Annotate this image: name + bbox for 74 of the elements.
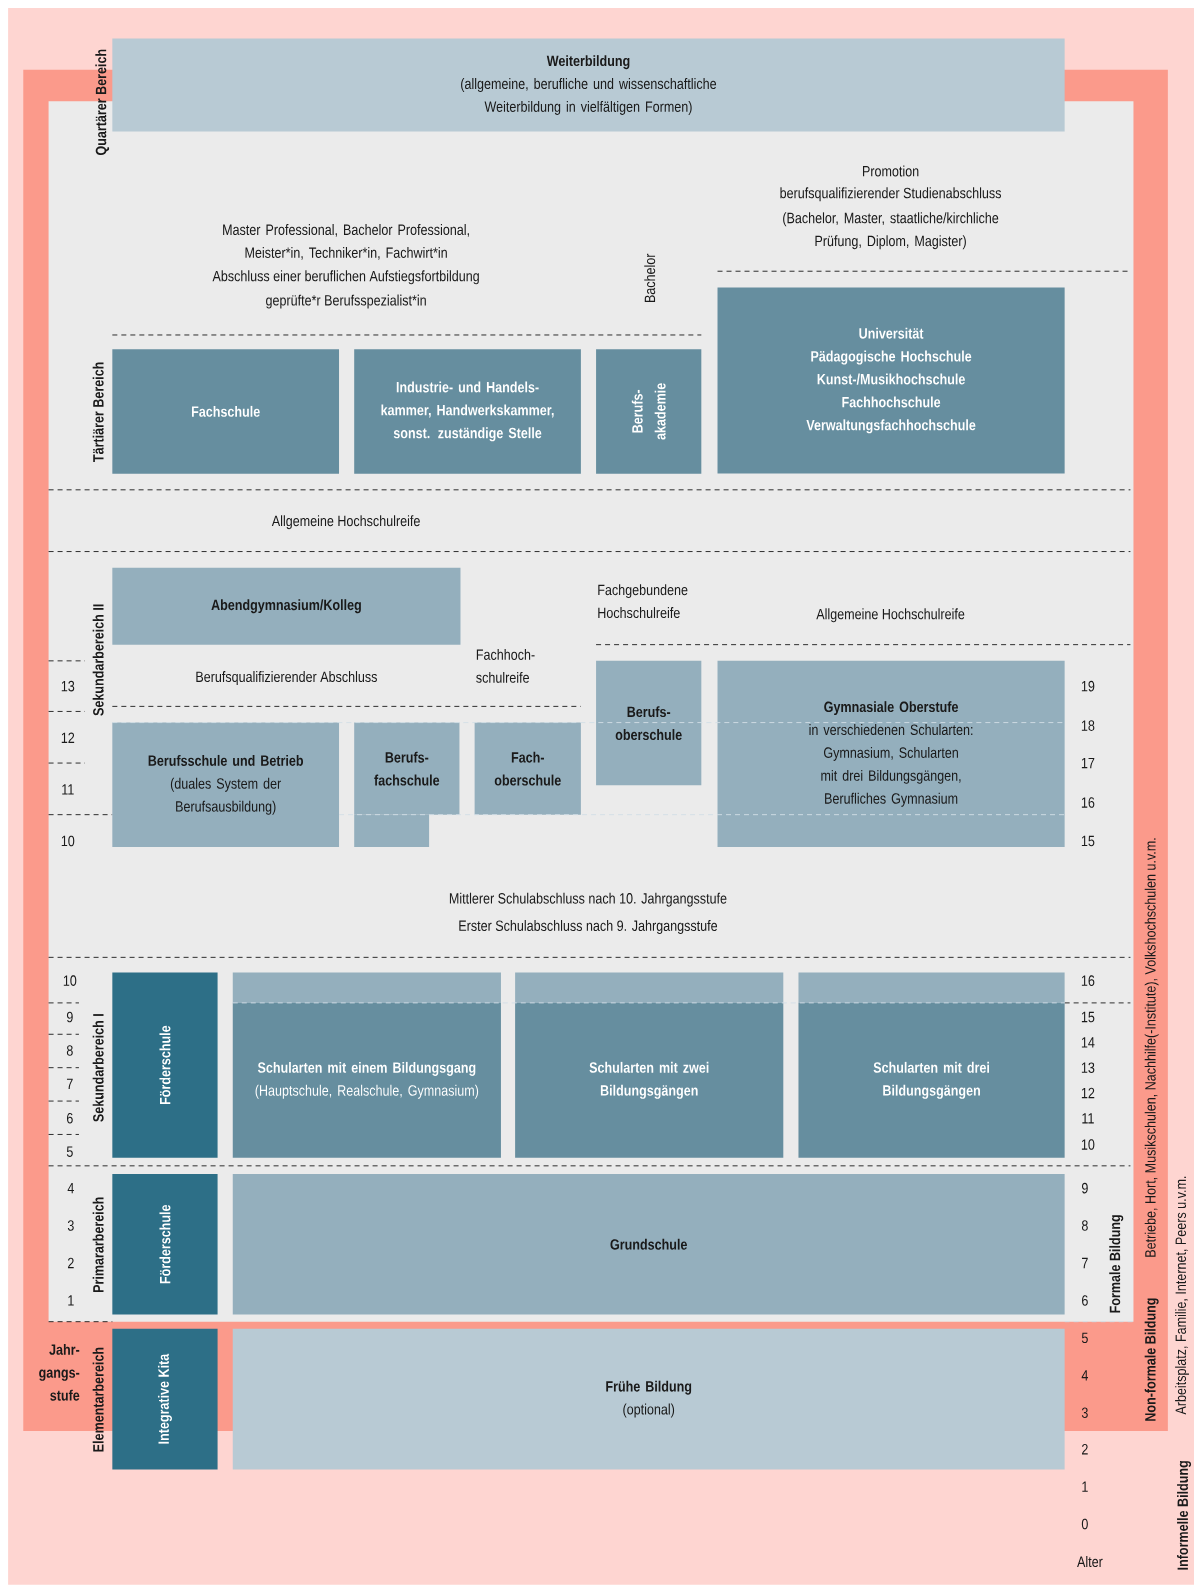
degree-label: Allgemeine Hochschulreife: [271, 515, 420, 530]
age-number: 16: [1081, 975, 1095, 986]
education-box: Berufsschule und Betrieb (duales System der Berufsausbildung): [112, 722, 340, 848]
sector-label: Primararbereich: [92, 1197, 104, 1293]
degree-label: Fachhoch-schulreife: [476, 648, 535, 683]
degree-label: Master Professional, Bachelor Professional, Meister*in, Techniker*in, Fachwirt*in: [223, 224, 469, 260]
age-number: 9: [1081, 1182, 1088, 1194]
education-box: Förderschule: [112, 1173, 218, 1315]
age-number: 17: [1081, 757, 1095, 769]
education-box: Grundschule: [232, 1173, 1065, 1315]
education-box: Fach-oberschule: [474, 722, 581, 815]
degree-label: geprüfte*r Berufsspezialist*in: [266, 294, 426, 309]
age-number: 12: [1081, 1087, 1095, 1099]
age-number: 13: [1081, 1062, 1095, 1073]
degree-label: berufsqualifizierender Studienabschluss: [780, 187, 1001, 202]
grade-number: 13: [61, 680, 75, 692]
grade-number: 10: [61, 835, 75, 847]
axis-label: Alter: [1077, 1556, 1103, 1567]
age-number: 3: [1081, 1407, 1088, 1419]
age-number: 7: [1082, 1257, 1088, 1269]
education-box: Fachschule: [112, 349, 340, 474]
degree-label: Mittlerer Schulabschluss nach 10. Jahrgangsstufe: [449, 892, 727, 907]
education-box: Abendgymnasium/Kolleg: [112, 567, 461, 645]
grade-number: 7: [67, 1078, 73, 1089]
education-box: Berufs-akademie: [596, 349, 702, 474]
grade-number: 10: [63, 975, 77, 986]
degree-label: Erster Schulabschluss nach 9. Jahrgangsstufe: [459, 920, 718, 934]
grade-number: 4: [67, 1182, 74, 1194]
age-number: 0: [1081, 1518, 1088, 1530]
age-number: 8: [1081, 1220, 1088, 1231]
degree-label: Abschluss einer beruflichen Aufstiegsfortbildung: [212, 270, 479, 285]
education-box: Schularten mit drei Bildungsgängen: [798, 972, 1065, 1158]
degree-label: Fachgebundene Hochschulreife: [598, 584, 688, 619]
axis-label: Jahr-gangs-stufe: [39, 1343, 80, 1401]
grade-number: 1: [68, 1295, 74, 1306]
degree-label: Bachelor: [644, 253, 656, 303]
age-number: 18: [1081, 720, 1095, 731]
education-box: Schularten mit einem Bildungsgang (Hauptschule, Realschule, Gymnasium): [232, 972, 501, 1158]
education-box: Integrative Kita: [112, 1328, 218, 1470]
education-box: Berufs-oberschule: [596, 660, 702, 786]
age-number: 15: [1081, 1011, 1095, 1023]
education-box: Universität Pädagogische Hochschule Kunst-/Musikhochschule Fachhochschule Verwaltungsfachhochschule: [717, 287, 1065, 474]
age-number: 16: [1081, 797, 1095, 808]
age-number: 19: [1081, 680, 1095, 692]
education-box: Berufs-fachschule: [354, 722, 460, 848]
age-number: 10: [1081, 1139, 1095, 1150]
age-number: 14: [1081, 1037, 1095, 1048]
age-number: 2: [1082, 1443, 1088, 1455]
grade-number: 2: [67, 1257, 74, 1269]
grade-number: 3: [67, 1220, 74, 1231]
age-number: 6: [1082, 1295, 1088, 1306]
education-box: Förderschule: [112, 972, 218, 1158]
education-box: Frühe Bildung (optional): [232, 1328, 1065, 1470]
sector-label: Elementarbereich: [92, 1347, 104, 1452]
education-box: Industrie- und Handels-kammer, Handwerkskammer, sonst. zuständige Stelle: [354, 349, 581, 474]
grade-number: 5: [66, 1146, 73, 1157]
grade-number: 11: [62, 784, 74, 795]
degree-label: Promotion: [863, 165, 919, 177]
grade-number: 12: [61, 732, 75, 743]
grade-number: 6: [67, 1113, 73, 1124]
age-number: 1: [1082, 1481, 1088, 1492]
education-box: Schularten mit zwei Bildungsgängen: [515, 972, 784, 1158]
age-number: 4: [1081, 1370, 1088, 1381]
education-box: Gymnasiale Oberstufe in verschiedenen Schularten: Gymnasium, Schularten mit drei Bildungsgängen, Berufliches Gymnasium: [717, 660, 1065, 848]
age-number: 11: [1082, 1113, 1094, 1124]
age-number: 15: [1081, 835, 1095, 847]
degree-label: Allgemeine Hochschulreife: [816, 608, 965, 623]
age-number: 5: [1081, 1332, 1088, 1344]
degree-label: (Bachelor, Master, staatliche/kirchliche Prüfung, Diplom, Magister): [783, 212, 999, 250]
grade-number: 8: [66, 1045, 73, 1056]
education-box: Weiterbildung (allgemeine, berufliche und wissenschaftliche Weiterbildung in vielfältigen Formen): [112, 38, 1065, 132]
degree-label: Berufsqualifizierender Abschluss: [196, 671, 377, 685]
grade-number: 9: [66, 1011, 73, 1023]
sector-label: Sekundarbereich II: [92, 604, 104, 716]
